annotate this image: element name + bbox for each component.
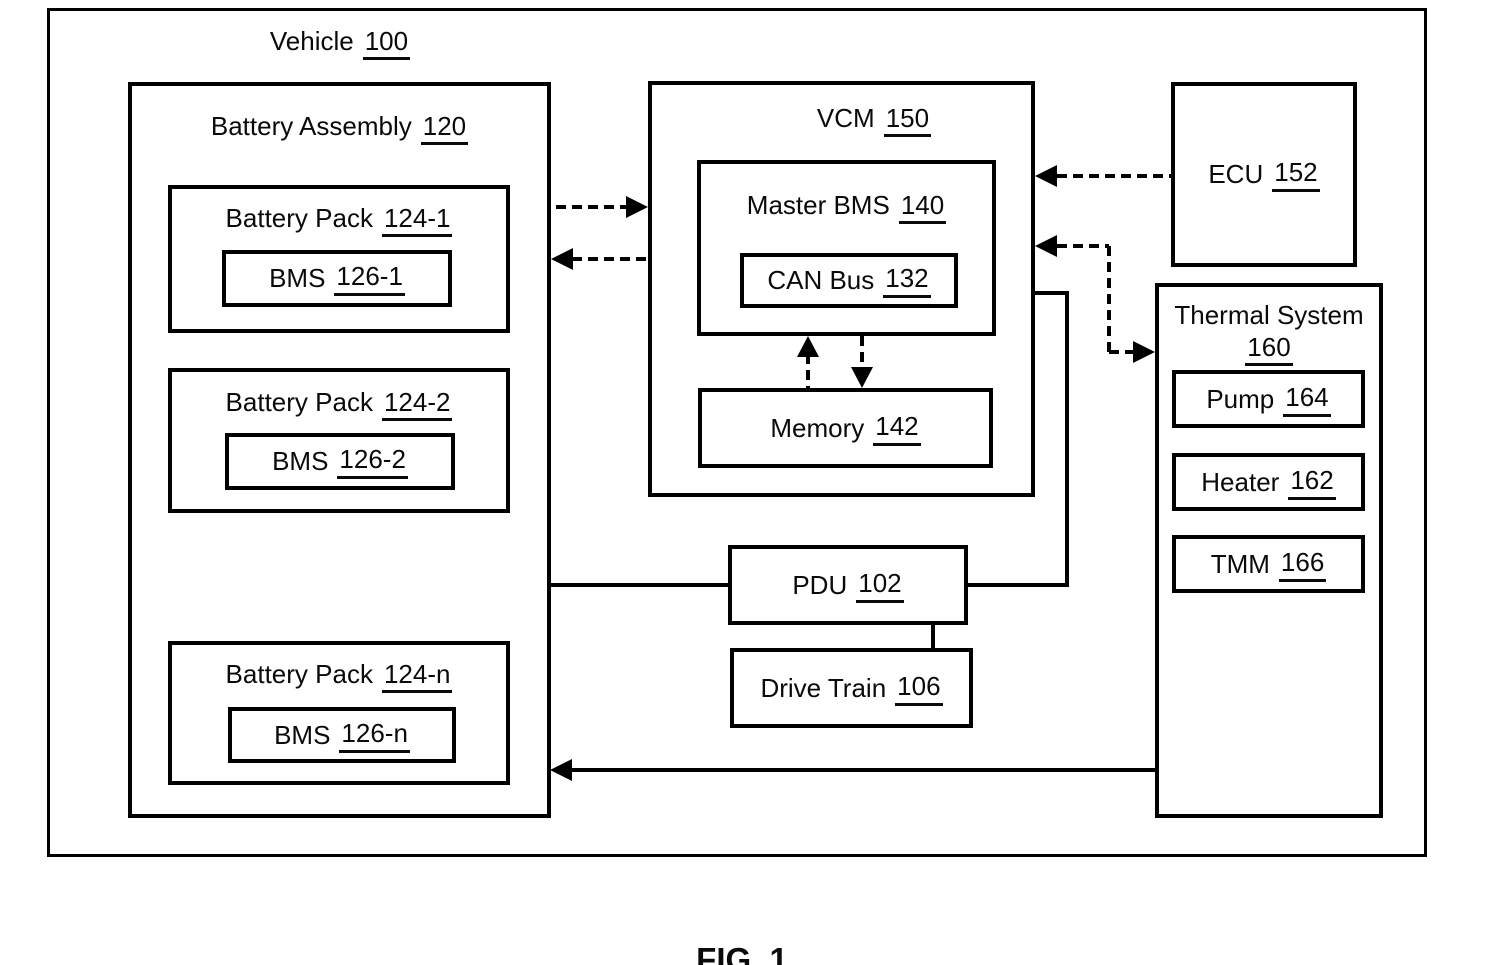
can-bus-label-text: CAN Bus — [767, 265, 875, 295]
figure-caption: FIG. 1 — [696, 941, 788, 965]
battery-pack-2-ref: 124-2 — [381, 387, 453, 421]
heater-box: Heater 162 — [1172, 453, 1365, 511]
bms-2-label-text: BMS — [272, 446, 329, 476]
drive-train-box: Drive Train 106 — [730, 648, 973, 728]
bms-n-ref: 126-n — [339, 718, 410, 753]
bms-1-box: BMS 126-1 — [222, 250, 452, 307]
battery-assembly-label-text: Battery Assembly — [210, 111, 412, 141]
arrow-thermal-to-battery-line — [570, 768, 1155, 772]
battery-pack-n-label: Battery Pack 124-n — [168, 659, 510, 693]
ecu-label-text: ECU — [1208, 159, 1264, 189]
thermal-system-label: Thermal System — [1155, 301, 1383, 330]
thermal-system-label-text: Thermal System — [1174, 300, 1364, 330]
bms-n-label-text: BMS — [274, 719, 331, 750]
bms-2-ref: 126-2 — [337, 444, 408, 479]
pump-box: Pump 164 — [1172, 370, 1365, 428]
arrow-masterbms-to-memory-line — [860, 336, 864, 370]
line-pdu-vcm-riser — [1065, 291, 1069, 587]
memory-box: Memory 142 — [698, 388, 993, 468]
line-vcm-stub — [1033, 291, 1069, 295]
tmm-box: TMM 166 — [1172, 535, 1365, 593]
battery-assembly-label: Battery Assembly 120 — [128, 111, 551, 145]
heater-ref: 162 — [1288, 465, 1336, 500]
arrow-vcm-to-battery-line — [572, 257, 648, 261]
arrow-battery-to-vcm-head-icon — [626, 196, 648, 218]
master-bms-label: Master BMS 140 — [697, 190, 996, 224]
pump-label-text: Pump — [1206, 383, 1275, 414]
vcm-ref: 150 — [883, 103, 932, 137]
arrow-vcm-to-thermal-head-icon — [1133, 341, 1155, 363]
drive-train-ref: 106 — [895, 671, 943, 706]
line-pdu-to-drivetrain — [931, 622, 935, 650]
vehicle-label-text: Vehicle — [269, 26, 354, 56]
master-bms-label-text: Master BMS — [746, 190, 890, 220]
vehicle-ref: 100 — [362, 26, 411, 60]
arrow-vcm-thermal-seg2 — [1107, 246, 1111, 352]
thermal-system-ref-line: 160 — [1155, 332, 1383, 366]
can-bus-box: CAN Bus 132 — [740, 253, 958, 308]
line-pdu-right — [966, 583, 1069, 587]
memory-label-text: Memory — [770, 412, 865, 443]
arrow-vcm-thermal-seg1 — [1057, 244, 1109, 248]
master-bms-ref: 140 — [898, 190, 947, 224]
vcm-label: VCM 150 — [648, 103, 1035, 137]
vcm-label-text: VCM — [816, 103, 875, 133]
thermal-system-ref: 160 — [1245, 332, 1293, 366]
heater-label-text: Heater — [1201, 466, 1280, 497]
tmm-label-text: TMM — [1210, 548, 1270, 579]
arrow-memory-to-masterbms-head-icon — [797, 336, 819, 357]
arrow-battery-to-vcm-line — [556, 205, 630, 209]
battery-pack-2-label: Battery Pack 124-2 — [168, 387, 510, 421]
pdu-ref: 102 — [856, 568, 904, 603]
battery-pack-1-label-text: Battery Pack — [225, 203, 373, 233]
bms-2-box: BMS 126-2 — [225, 433, 455, 490]
pdu-box: PDU 102 — [728, 545, 968, 625]
battery-pack-n-ref: 124-n — [381, 659, 453, 693]
arrow-vcm-to-battery-head-icon — [551, 248, 573, 270]
arrow-thermal-to-battery-head-icon — [550, 759, 572, 781]
battery-assembly-ref: 120 — [420, 111, 469, 145]
arrow-thermal-to-vcm-head-icon — [1035, 235, 1057, 257]
battery-pack-1-label: Battery Pack 124-1 — [168, 203, 510, 237]
ecu-box: ECU 152 — [1171, 82, 1357, 267]
master-bms-box — [697, 160, 996, 336]
pump-ref: 164 — [1283, 382, 1331, 417]
bms-n-box: BMS 126-n — [228, 707, 456, 763]
vehicle-label: Vehicle 100 — [180, 26, 500, 60]
memory-ref: 142 — [873, 411, 921, 446]
arrow-vcm-thermal-seg3 — [1109, 350, 1135, 354]
arrow-ecu-to-vcm-head-icon — [1035, 165, 1057, 187]
battery-pack-2-label-text: Battery Pack — [225, 387, 373, 417]
arrow-ecu-to-vcm-line — [1057, 174, 1171, 178]
bms-1-ref: 126-1 — [334, 261, 405, 296]
can-bus-ref: 132 — [883, 263, 931, 298]
drive-train-label-text: Drive Train — [760, 672, 887, 703]
battery-pack-1-ref: 124-1 — [381, 203, 453, 237]
ecu-ref: 152 — [1272, 157, 1320, 192]
tmm-ref: 166 — [1278, 547, 1327, 582]
arrow-masterbms-to-memory-head-icon — [851, 367, 873, 388]
bms-1-label-text: BMS — [269, 263, 326, 293]
pdu-label-text: PDU — [792, 569, 848, 600]
line-battery-to-pdu — [549, 583, 728, 587]
battery-pack-n-label-text: Battery Pack — [225, 659, 373, 689]
arrow-memory-to-masterbms-line — [806, 354, 810, 388]
